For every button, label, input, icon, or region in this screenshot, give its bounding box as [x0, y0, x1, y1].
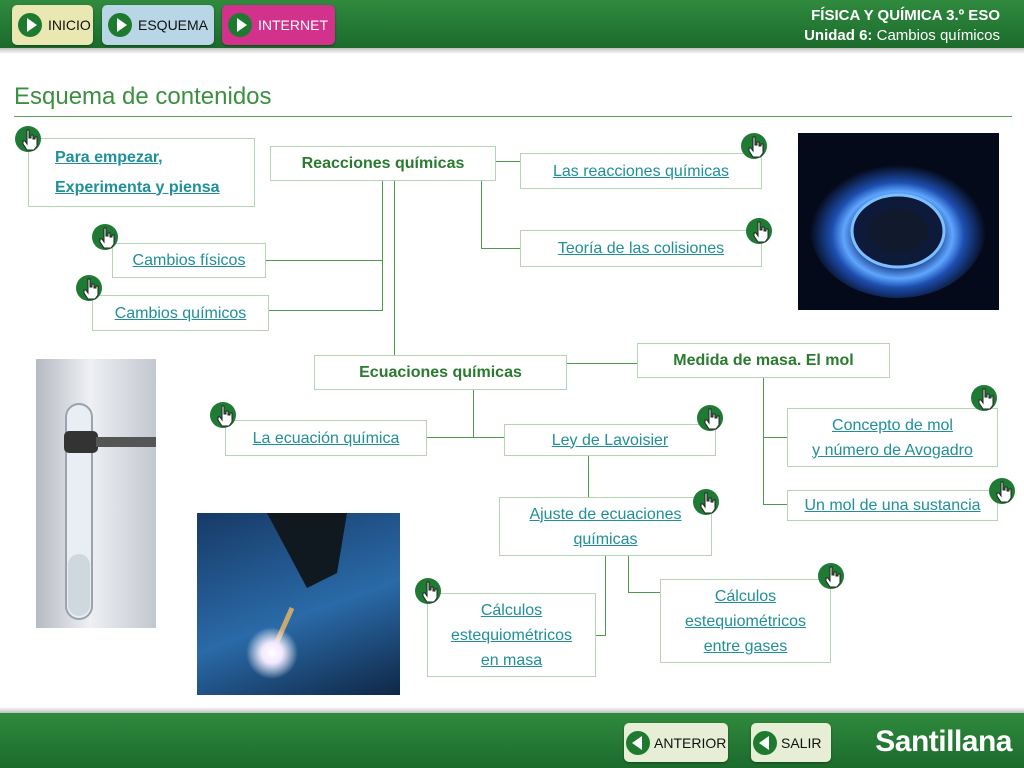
esquema-button[interactable]: ESQUEMA — [102, 5, 214, 45]
connector-line — [268, 310, 383, 311]
hand-pointer-icon[interactable] — [989, 478, 1015, 504]
ajuste-ecuaciones-box[interactable]: Ajuste de ecuaciones químicas — [499, 497, 712, 556]
calculos-masa-link-2[interactable]: estequiométricos — [451, 626, 572, 644]
las-reacciones-link[interactable]: Las reacciones químicas — [552, 162, 730, 180]
anterior-label: ANTERIOR — [654, 734, 727, 751]
connector-line — [628, 592, 660, 593]
calculos-gases-link-1[interactable]: Cálculos — [714, 587, 777, 605]
internet-button[interactable]: INTERNET — [222, 5, 335, 45]
hand-pointer-icon[interactable] — [92, 224, 118, 250]
las-reacciones-box[interactable]: Las reacciones químicas — [520, 153, 762, 189]
connector-line — [763, 437, 787, 438]
page-title: Esquema de contenidos — [14, 83, 272, 110]
back-arrow-icon — [753, 730, 777, 755]
hand-pointer-icon[interactable] — [971, 385, 997, 411]
anterior-button[interactable]: ANTERIOR — [624, 723, 728, 762]
salir-button[interactable]: SALIR — [751, 723, 831, 762]
connector-line — [382, 181, 383, 311]
calculos-gases-box[interactable]: Cálculos estequiométricos entre gases — [660, 579, 831, 663]
connector-line — [595, 635, 606, 636]
connector-line — [588, 456, 589, 497]
calculos-masa-box[interactable]: Cálculos estequiométricos en masa — [427, 593, 596, 677]
footer-shadow — [0, 707, 1024, 713]
inicio-button[interactable]: INICIO — [12, 5, 93, 45]
ajuste-ecuaciones-link[interactable]: Ajuste de ecuaciones — [529, 505, 682, 523]
hand-pointer-icon[interactable] — [76, 275, 102, 301]
play-icon — [108, 13, 132, 37]
cambios-quimicos-link[interactable]: Cambios químicos — [114, 304, 247, 322]
bottom-footer-bar — [0, 713, 1024, 768]
unit-title: Unidad 6: Cambios químicos — [804, 27, 1000, 44]
cambios-quimicos-box[interactable]: Cambios químicos — [92, 295, 269, 331]
ley-lavoisier-link[interactable]: Ley de Lavoisier — [551, 431, 669, 449]
connector-line — [481, 181, 482, 249]
back-arrow-icon — [626, 730, 650, 755]
hand-pointer-icon[interactable] — [15, 126, 41, 152]
connector-line — [763, 378, 764, 505]
connector-line — [495, 161, 520, 162]
connector-line — [605, 556, 606, 636]
internet-label: INTERNET — [258, 17, 328, 33]
calculos-gases-link-2[interactable]: estequiométricos — [685, 612, 806, 630]
connector-line — [473, 389, 474, 438]
cambios-fisicos-box[interactable]: Cambios físicos — [112, 243, 266, 278]
hand-pointer-icon[interactable] — [741, 133, 767, 159]
santillana-logo: Santillana — [875, 725, 1012, 758]
play-icon — [228, 13, 252, 37]
connector-line — [427, 437, 504, 438]
unit-prefix: Unidad 6: — [804, 27, 873, 44]
connector-line — [266, 260, 383, 261]
connector-line — [763, 504, 787, 505]
para-empezar-link[interactable]: Para empezar, — [55, 148, 163, 166]
ecuaciones-quimicas-box: Ecuaciones químicas — [314, 355, 567, 390]
hand-pointer-icon[interactable] — [415, 578, 441, 604]
hand-pointer-icon[interactable] — [693, 489, 719, 515]
esquema-label: ESQUEMA — [138, 17, 209, 33]
ley-lavoisier-box[interactable]: Ley de Lavoisier — [504, 424, 716, 456]
hand-pointer-icon[interactable] — [746, 218, 772, 244]
mol-sustancia-box[interactable]: Un mol de una sustancia — [787, 490, 998, 521]
course-title: FÍSICA Y QUÍMICA 3.º ESO — [811, 7, 1000, 24]
teoria-colisiones-link[interactable]: Teoría de las colisiones — [557, 240, 725, 257]
numero-avogadro-link[interactable]: y número de Avogadro — [812, 441, 973, 459]
concepto-mol-box[interactable]: Concepto de mol y número de Avogadro — [787, 408, 998, 467]
ajuste-quimicas-link[interactable]: químicas — [573, 530, 638, 548]
teoria-colisiones-box[interactable]: Teoría de las colisiones — [520, 230, 762, 267]
gas-burner-photo — [798, 133, 999, 310]
play-icon — [18, 13, 42, 37]
connector-line — [394, 181, 395, 356]
concepto-mol-link[interactable]: Concepto de mol — [832, 416, 953, 434]
connector-line — [481, 248, 520, 249]
connector-line — [628, 556, 629, 593]
ecuacion-quimica-link[interactable]: La ecuación química — [252, 429, 400, 447]
hand-pointer-icon[interactable] — [818, 563, 844, 589]
medida-masa-box: Medida de masa. El mol — [637, 343, 890, 378]
para-empezar-box[interactable]: Para empezar, Experimenta y piensa — [28, 138, 255, 207]
inicio-label: INICIO — [48, 17, 91, 33]
calculos-gases-link-3[interactable]: entre gases — [703, 637, 788, 655]
ecuacion-quimica-box[interactable]: La ecuación química — [225, 420, 427, 456]
header-shadow — [0, 48, 1024, 54]
magnesium-burning-photo — [197, 513, 400, 695]
cambios-fisicos-link[interactable]: Cambios físicos — [132, 252, 246, 269]
hand-pointer-icon[interactable] — [697, 405, 723, 431]
calculos-masa-link-1[interactable]: Cálculos — [480, 601, 543, 619]
mol-sustancia-link[interactable]: Un mol de una sustancia — [804, 497, 981, 514]
test-tube-photo — [36, 359, 156, 628]
salir-label: SALIR — [781, 734, 822, 751]
hand-pointer-icon[interactable] — [210, 402, 236, 428]
unit-name: Cambios químicos — [876, 27, 1000, 44]
title-divider — [14, 116, 1012, 117]
reacciones-quimicas-box: Reacciones químicas — [270, 146, 496, 181]
calculos-masa-link-3[interactable]: en masa — [480, 651, 543, 669]
connector-line — [567, 363, 637, 364]
experimenta-link[interactable]: Experimenta y piensa — [55, 178, 220, 196]
